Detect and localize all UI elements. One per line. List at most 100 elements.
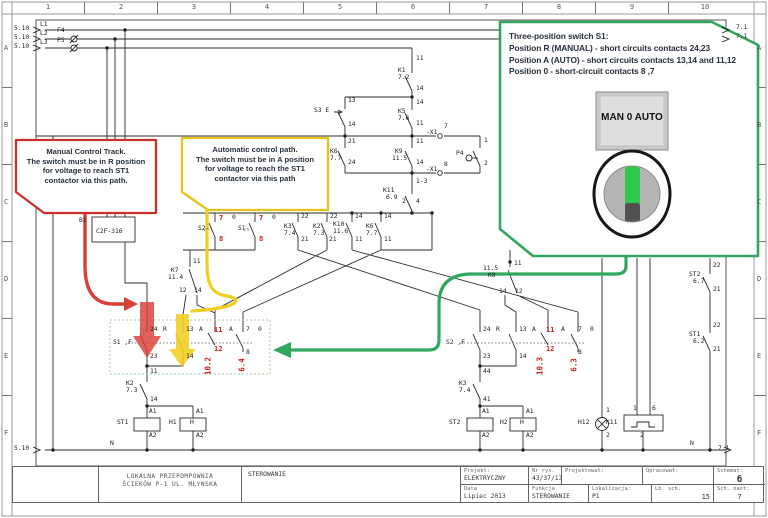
wire-label: 24 (150, 326, 158, 333)
opracowal-cell: Opracował: (642, 467, 713, 484)
grid-row-label: E (4, 352, 9, 360)
wire-label: 6.7 (693, 278, 705, 285)
manual-callout-shape (14, 138, 158, 215)
wire-label: 14 (499, 288, 507, 295)
funkcja-value: STEROWANIE (532, 493, 570, 500)
wire-label: K6 (366, 223, 374, 230)
relay-k11-coil (623, 414, 664, 432)
wire-label: A2 (149, 432, 157, 439)
switch-info-line: Position A (AUTO) - short circuits conta… (509, 54, 736, 65)
wire-label: 12 (179, 287, 187, 294)
selector-switch-graphic (592, 91, 672, 239)
switch-path-overlay (273, 252, 628, 358)
wire-label: 11 (193, 258, 201, 265)
wire-label: A (532, 326, 536, 333)
wire-label: 2 (606, 432, 610, 439)
wire-label: 10.3 (535, 356, 545, 376)
wire-label: 14 (384, 213, 392, 220)
wire-label: 6.9 (386, 194, 398, 201)
grid-row-label: C (4, 198, 9, 206)
wire-label: R (163, 326, 167, 333)
wire-label: 22 (713, 322, 721, 329)
manual-callout-line: for voltage to reach ST1 (42, 166, 130, 176)
lamp-h1-box (179, 417, 207, 432)
wire-label: K3 (284, 223, 292, 230)
wire-label: H2 (500, 419, 508, 426)
wire-label: N (110, 440, 114, 447)
wire-label: 11 (416, 120, 424, 127)
grid-row-label: D (757, 275, 762, 283)
wire-label: 11.6 (333, 228, 349, 235)
manual-callout-line: Manual Control Track. (46, 147, 126, 156)
wire-label: 5.10 (14, 34, 30, 41)
wire-label: K2 (313, 223, 321, 230)
wire-label: 0 (258, 326, 262, 333)
wire-label: ST1 (689, 331, 701, 338)
wire-label: 10.2 (203, 356, 213, 376)
nr-rys-label: Nr rys. (532, 468, 555, 474)
wire-label: 22 (713, 262, 721, 269)
grid-col-label: 2 (118, 3, 124, 11)
s1-switch-highlight-box (109, 319, 271, 375)
terminal-x1-7 (437, 133, 443, 139)
wire-label: C2F-316 (96, 228, 123, 235)
wire-label: 8 (219, 235, 224, 243)
wire-label: K1 (398, 67, 406, 74)
object-name-line2: ŚCIEKÓW P-1 UL. MŁYNSKA (122, 481, 218, 488)
wire-label: A (199, 326, 203, 333)
wire-label: 0 (272, 214, 276, 221)
wire-label: 5.10 (14, 445, 30, 452)
wire-label: A2 (196, 432, 204, 439)
pushbutton-p4-symbol (465, 154, 473, 162)
wire-label: A1 (482, 408, 490, 415)
wire-label: 7.3 (313, 230, 325, 237)
wire-label: 7.1 (736, 33, 748, 40)
object-name-line1: LOKALNA PRZEPOMPOWNIA (126, 473, 214, 480)
wire-label: 23 (150, 353, 158, 360)
nr-rys-value: 43/37/13 (532, 475, 561, 482)
switch-info-callout: Three-position switch S1: Position R (MA… (509, 31, 757, 78)
wire-label: H12 (578, 419, 590, 426)
grid-row-label: F (4, 429, 9, 437)
wire-label: 11.5 (392, 155, 408, 162)
wire-label: 13 (186, 326, 194, 333)
opracowal-label: Opracował: (646, 468, 679, 474)
lokalizacja-value: P1 (592, 493, 600, 500)
grid-row-label: F (757, 429, 762, 437)
auto-callout-line: contactor via this path (214, 173, 296, 183)
wire-label: 0 (590, 326, 594, 333)
grid-row-label: A (4, 44, 9, 52)
wire-label: K7 (171, 267, 179, 274)
schemat-value: 6 (736, 474, 743, 485)
lb-sch-label: Lb. sch. (655, 486, 681, 492)
sch-nast-label: Sch. nast: (717, 486, 750, 492)
wire-label: K3 (459, 380, 467, 387)
data-cell: Data Lipiec 2013 (460, 484, 528, 502)
switch-info-line: Position R (MANUAL) - short circuits con… (509, 42, 711, 53)
contactor-st2-coil (466, 417, 494, 432)
wire-label: 8 (259, 235, 264, 243)
wire-label: 7.4 (459, 387, 471, 394)
wire-label: 14 (416, 99, 424, 106)
wire-label: F4 (57, 27, 65, 34)
switch-path-arrow (273, 342, 291, 358)
wire-label: 14 (416, 159, 424, 166)
title-block: LOKALNA PRZEPOMPOWNIA ŚCIEKÓW P-1 UL. MŁ… (12, 466, 765, 503)
wire-label: 1 (606, 407, 610, 414)
grid-col-label: 1 (45, 3, 51, 11)
wire-label: F5 (57, 37, 65, 44)
wire-label: 14 (150, 396, 158, 403)
wire-label: 14 (519, 353, 527, 360)
wire-label: 11 (150, 368, 158, 375)
wire-label: K2 (126, 380, 134, 387)
auto-path-overlay (169, 206, 238, 367)
grid-col-label: 9 (629, 3, 635, 11)
wire-label: 4 (416, 198, 420, 205)
wire-label: 24 (483, 326, 491, 333)
wire-label: 21 (301, 236, 309, 243)
nr-rys-cell: Nr rys. 43/37/13 (528, 467, 561, 484)
manual-callout-line: contactor via this path. (44, 175, 128, 185)
wire-label: 44 (483, 368, 491, 375)
wire-label: 11 (214, 326, 223, 334)
